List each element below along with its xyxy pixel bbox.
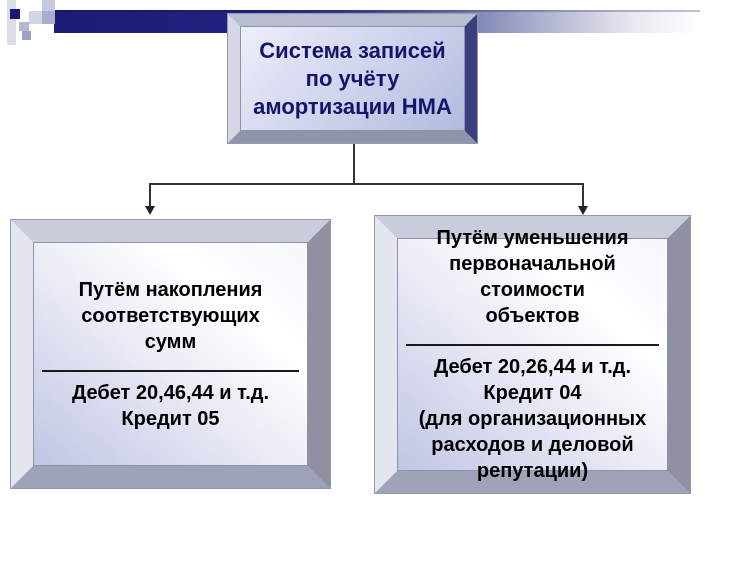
child-right-method-text: Путём уменьшения первоначальной стоимост… <box>436 227 629 327</box>
root-node-label: Система записей по учёту амортизации НМА <box>253 37 452 119</box>
decor-square-navy <box>10 9 20 19</box>
decor-square-d <box>19 22 29 31</box>
arrowhead-right <box>578 206 588 215</box>
root-node-box: Система записей по учёту амортизации НМА <box>228 14 477 143</box>
arrowhead-left <box>145 206 155 215</box>
child-right-entries-text: Дебет 20,26,44 и т.д. Кредит 04 (для орг… <box>418 356 647 482</box>
decor-square-b <box>29 11 42 24</box>
connector-rail <box>149 183 584 185</box>
divider-line <box>41 369 300 372</box>
child-left-entries-text: Дебет 20,46,44 и т.д. Кредит 05 <box>71 381 270 430</box>
connector-drop-right <box>582 183 584 207</box>
child-node-reduction: Путём уменьшения первоначальной стоимост… <box>375 216 690 493</box>
connector-stem <box>353 143 355 185</box>
connector-drop-left <box>149 183 151 207</box>
decor-square-e <box>22 31 31 40</box>
decor-square-c <box>42 11 55 24</box>
divider-line <box>405 344 660 346</box>
child-node-accumulation: Путём накопления соответствующих сумм Де… <box>11 220 330 488</box>
decor-strip <box>7 0 16 45</box>
decor-square-a <box>42 0 55 11</box>
child-left-method-text: Путём накопления соответствующих сумм <box>78 278 263 353</box>
